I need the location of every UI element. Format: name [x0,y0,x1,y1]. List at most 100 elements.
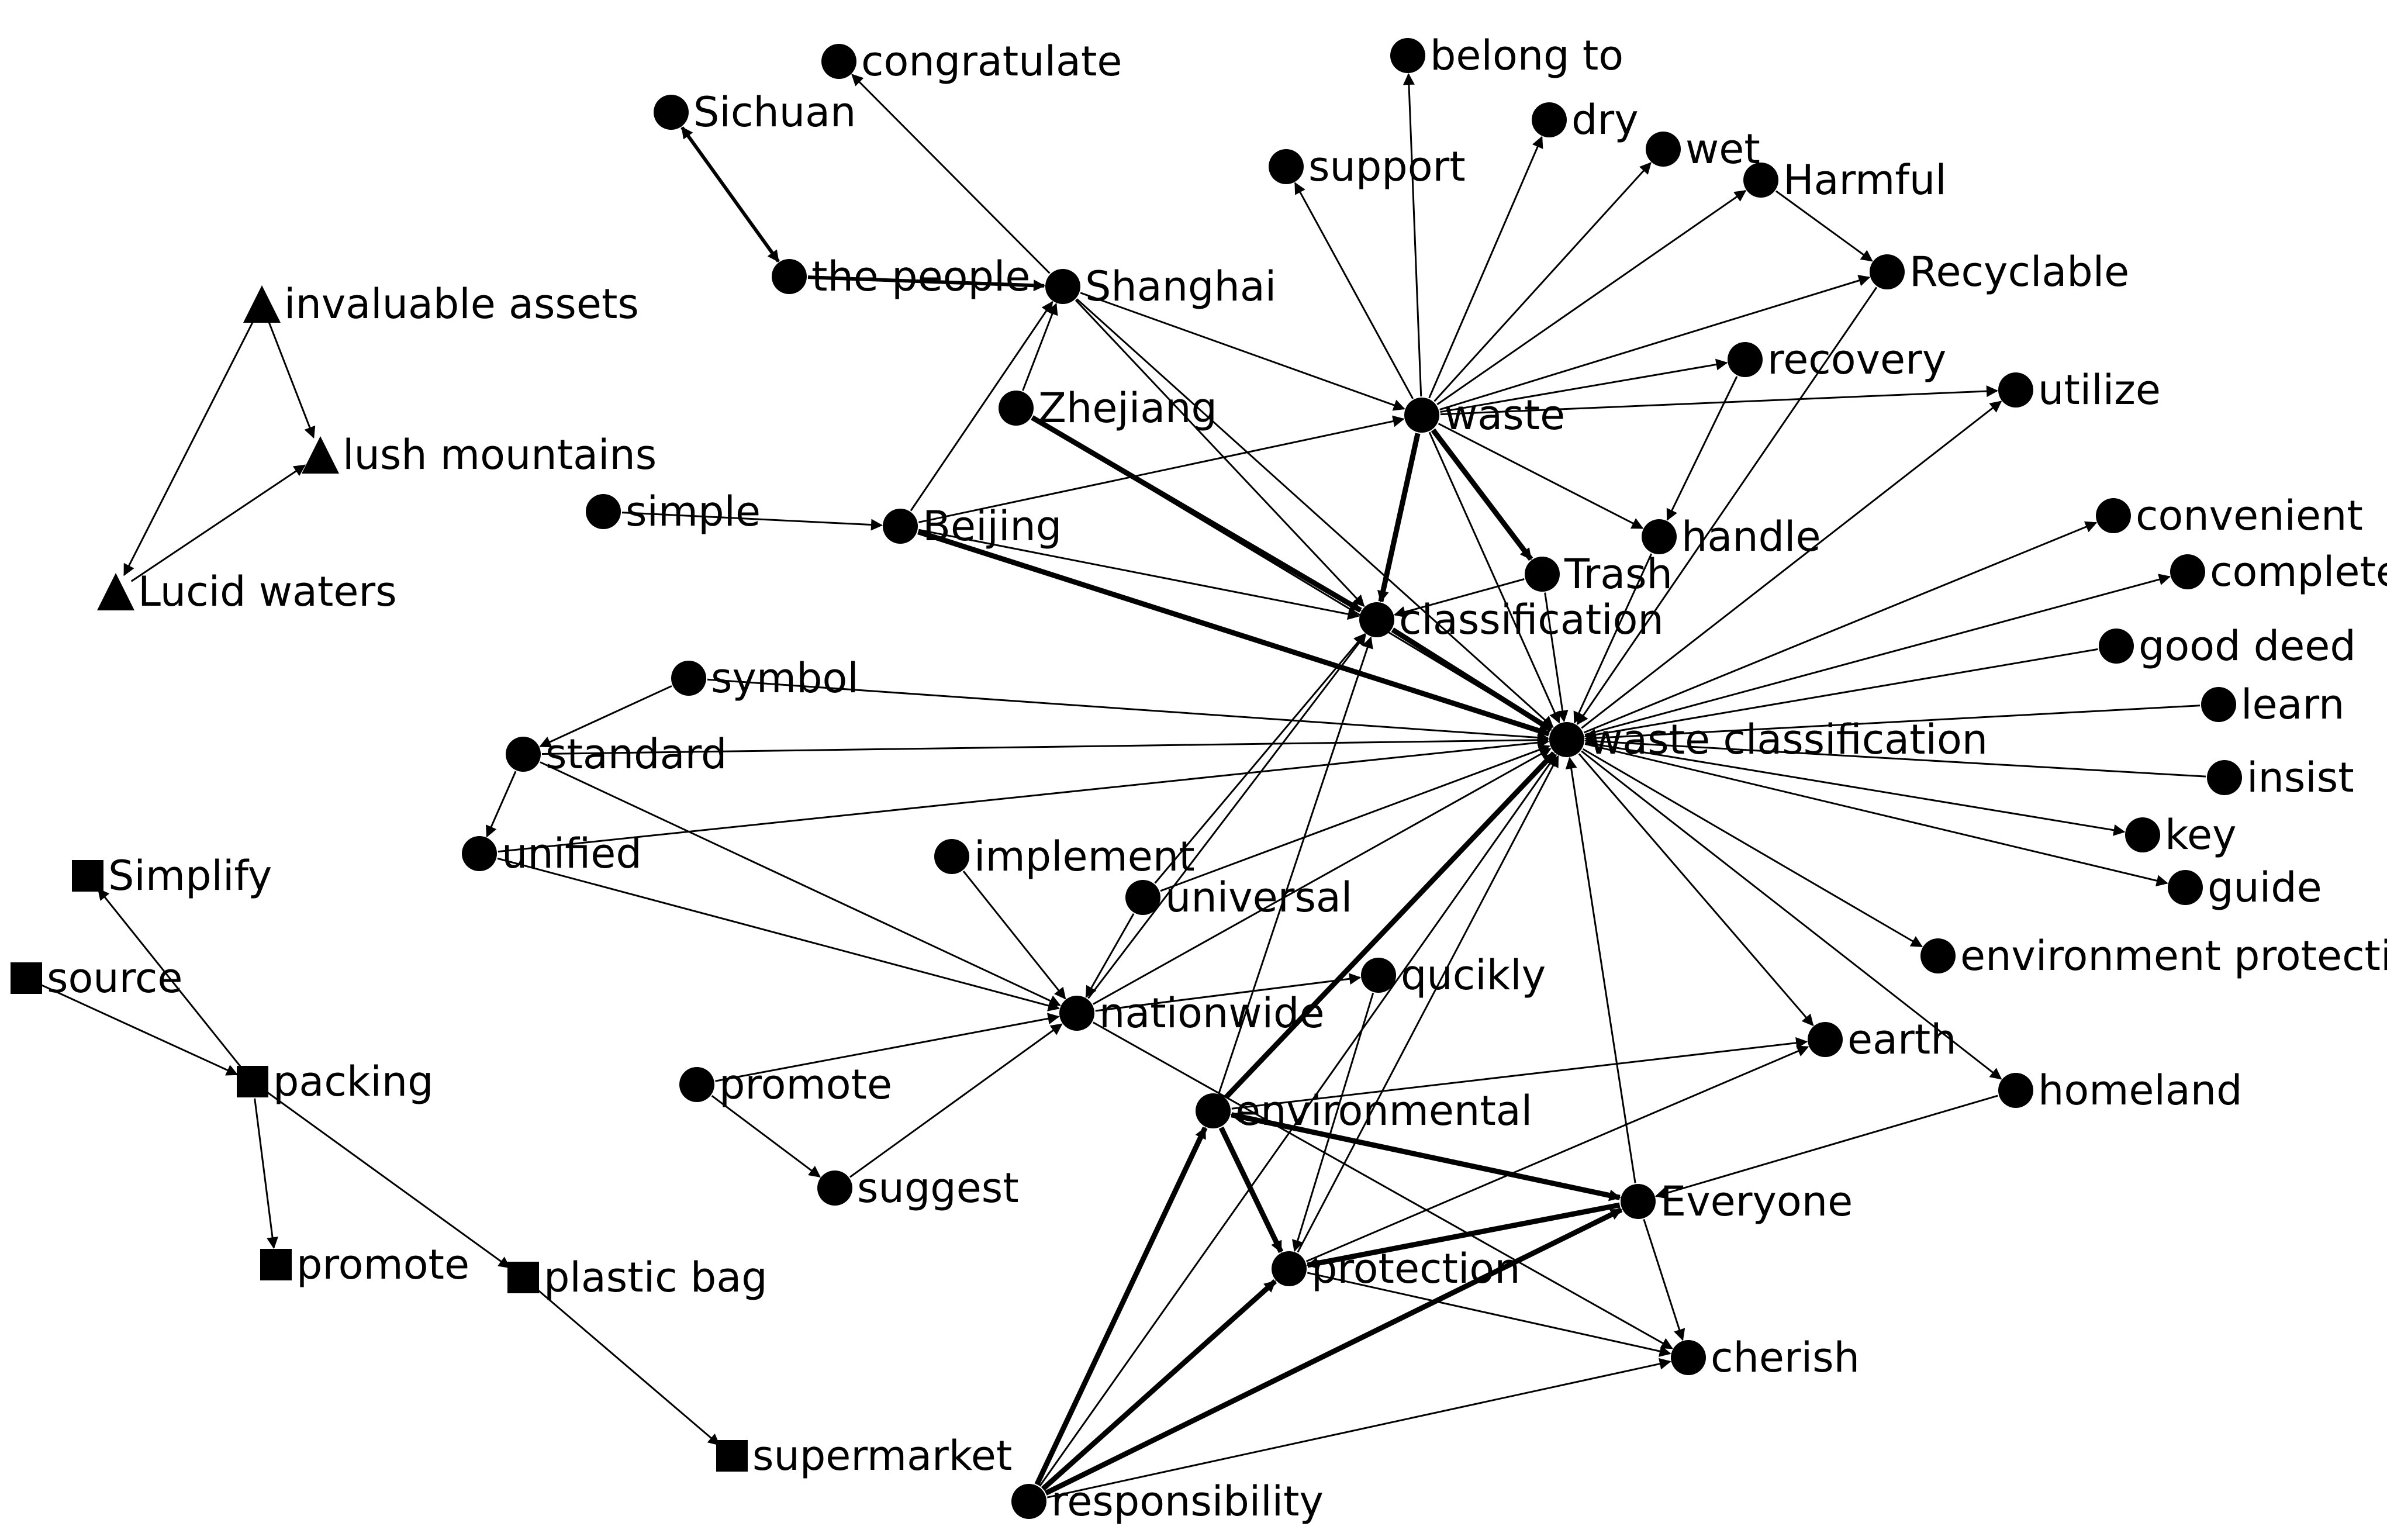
edge-recyclable-to-waste_classification [1576,286,1878,726]
circle-node-icon [2170,554,2205,589]
node-learn: learn [2201,681,2344,728]
circle-node-icon [772,259,807,294]
node-label: invaluable assets [284,280,639,328]
node-label: nationwide [1099,989,1325,1037]
edge-invaluable_assets-to-lush_mountains [268,321,316,439]
node-supermarket: supermarket [716,1432,1012,1480]
node-protection: protection [1272,1245,1521,1293]
node-trash: Trash [1525,550,1673,598]
edge-responsibility-to-environmental [1034,1127,1208,1486]
circle-node-icon [1532,102,1567,137]
node-label: congratulate [861,37,1122,85]
node-label: the people [811,253,1030,301]
node-label: good deed [2139,622,2356,670]
node-invaluable_assets: invaluable assets [243,280,639,328]
node-label: dry [1571,96,1639,144]
edge-waste_classification-to-guide [1584,743,2168,887]
edge-waste-to-dry [1428,136,1543,399]
node-label: Recyclable [1909,248,2129,296]
circle-node-icon [1361,958,1396,993]
node-key: key [2125,811,2237,859]
edge-symbol-to-waste_classification [707,678,1550,744]
edge-everyone-to-environmental [1230,1111,1621,1199]
node-label: environmental [1235,1087,1532,1135]
circle-node-icon [671,661,706,696]
circle-node-icon [1525,557,1560,592]
node-label: convenient [2136,492,2363,540]
edge-everyone-to-protection [1306,1202,1621,1269]
circle-node-icon [1998,1073,2033,1108]
edge-protection-to-waste_classification [1297,755,1559,1253]
node-plastic_bag: plastic bag [507,1254,768,1301]
edge-responsibility-to-waste_classification [1039,754,1557,1487]
circle-node-icon [1196,1093,1231,1128]
node-label: Harmful [1783,156,1947,204]
edge-waste-to-waste_classification [1428,431,1560,724]
node-simplify: Simplify [72,852,272,900]
node-beijing: Beijing [883,502,1062,550]
node-label: implement [974,833,1195,881]
node-insist: insist [2207,754,2354,802]
edge-implement-to-nationwide [962,871,1066,1000]
node-label: Shanghai [1085,263,1276,310]
circle-node-icon [2201,687,2236,722]
circle-node-icon [1870,254,1905,289]
edge-homeland-to-everyone [1654,1094,1998,1199]
node-label: guide [2208,864,2322,911]
node-environment_protection: environment protection [1920,932,2387,980]
node-label: universal [1165,873,1352,921]
node-handle: handle [1642,513,1821,561]
node-label: waste classification [1589,716,1988,764]
circle-node-icon [934,839,969,874]
node-label: insist [2247,754,2354,802]
node-lush_mountains: lush mountains [302,431,657,479]
node-label: supermarket [752,1432,1012,1480]
node-packing: packing [237,1058,434,1106]
edge-shanghai-to-waste_classification [1076,298,1554,728]
edge-sichuan-to-the_people [680,126,780,263]
edge-beijing-to-shanghai [910,301,1053,512]
edge-classification-to-waste_classification [1391,627,1553,732]
edge-waste_classification-to-environment_protection [1582,748,1923,948]
node-label: support [1308,143,1466,191]
triangle-node-icon [97,573,134,610]
circle-node-icon [2099,629,2134,664]
node-label: utilize [2038,366,2161,414]
node-cherish: cherish [1671,1334,1860,1382]
square-node-icon [260,1249,292,1280]
node-implement: implement [934,833,1195,881]
edge-responsibility-to-cherish [1046,1358,1671,1498]
node-simple: simple [586,488,761,536]
edge-waste_classification-to-homeland [1581,750,2002,1080]
node-support: support [1269,143,1466,191]
node-dry: dry [1532,96,1639,144]
node-promote_sq: promote [260,1241,469,1289]
circle-node-icon [1404,398,1439,433]
edge-waste-to-handle [1438,423,1644,529]
edge-beijing-to-waste_classification [917,529,1550,737]
node-label: symbol [711,654,859,702]
edge-universal-to-waste_classification [1160,744,1550,892]
node-label: qucikly [1401,951,1546,999]
edge-zhejiang-to-shanghai [1022,303,1058,391]
node-standard: standard [506,730,727,778]
node-source: source [11,954,182,1002]
edge-waste-to-utilize [1440,385,1999,416]
edge-universal-to-classification [1154,633,1366,884]
node-label: standard [545,730,727,778]
node-label: Simplify [108,852,272,900]
edge-handle-to-waste_classification [1573,553,1653,724]
edge-trash-to-waste_classification [1544,592,1569,723]
edge-learn-to-waste_classification [1584,705,2201,744]
node-label: Lucid waters [138,568,397,616]
edge-waste-to-support [1294,182,1414,399]
node-label: Trash [1564,550,1673,598]
circle-node-icon [1390,38,1425,73]
circle-node-icon [1125,880,1160,915]
node-label: responsibility [1051,1477,1324,1525]
circle-node-icon [1671,1340,1706,1375]
edge-unified-to-nationwide [497,857,1060,1011]
edge-nationwide-to-classification [1087,633,1366,999]
edge-unified-to-waste_classification [498,737,1550,853]
circle-node-icon [1621,1184,1656,1219]
